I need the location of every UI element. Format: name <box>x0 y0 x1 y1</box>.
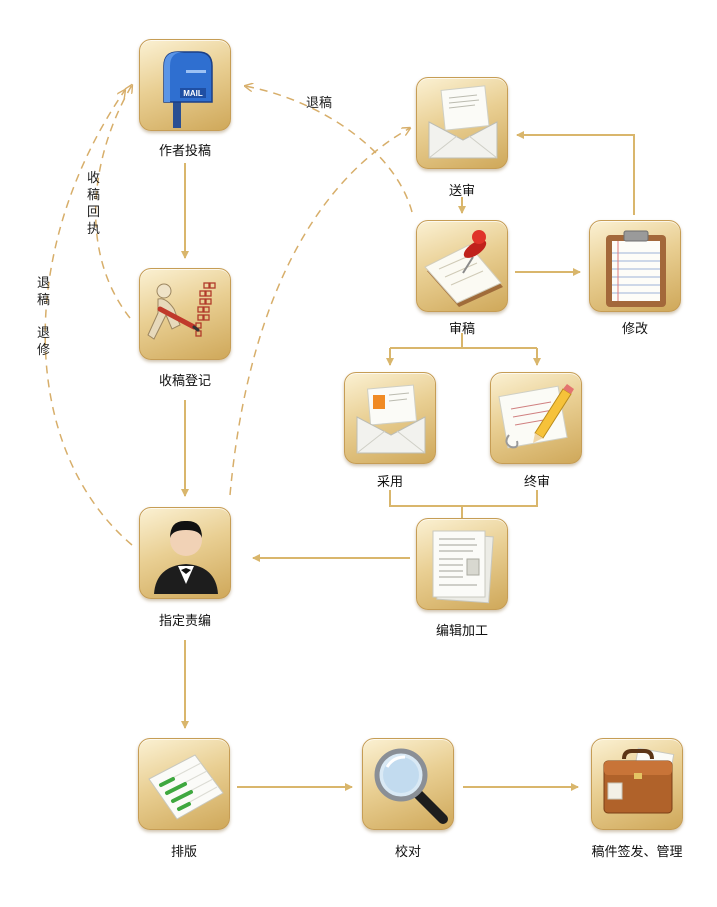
label-accept: 采用 <box>376 475 403 490</box>
clipboard-icon <box>606 230 666 307</box>
submit-tile[interactable]: MAIL <box>139 39 231 131</box>
label-proofread: 校对 <box>394 845 421 860</box>
magnifier-icon <box>374 748 448 824</box>
label-final-review: 终审 <box>523 475 550 490</box>
label-register: 收稿登记 <box>158 374 211 389</box>
accept-tile[interactable] <box>344 372 436 464</box>
edit-process-tile[interactable] <box>416 518 508 610</box>
dashed-assign-to-send <box>229 128 410 496</box>
note-return-top: 退稿 <box>306 96 333 111</box>
spreadsheet-icon <box>148 754 224 820</box>
dashed-return-assign-to-author <box>44 90 133 546</box>
checklist-figure-icon <box>147 282 216 340</box>
dashed-receipt-register-to-author <box>94 85 132 319</box>
proofread-tile[interactable] <box>362 738 454 830</box>
typeset-tile[interactable] <box>138 738 230 830</box>
sign-manage-tile[interactable] <box>591 738 683 830</box>
paper-pencil-icon <box>498 384 574 449</box>
label-submit: 作者投稿 <box>158 144 211 159</box>
revise-tile[interactable] <box>589 220 681 312</box>
mailbox-icon: MAIL <box>163 51 213 128</box>
label-review: 审稿 <box>448 322 475 337</box>
final-review-tile[interactable] <box>490 372 582 464</box>
editor-person-icon <box>154 520 218 594</box>
register-tile[interactable] <box>139 268 231 360</box>
assign-editor-tile[interactable] <box>139 507 231 599</box>
label-edit-process: 编辑加工 <box>435 624 488 639</box>
pushpin-paper-icon <box>424 230 503 307</box>
open-envelope-icon <box>428 85 498 159</box>
label-sign-manage: 稿件签发、管理 <box>591 845 683 860</box>
label-typeset: 排版 <box>170 845 197 860</box>
label-assign-editor: 指定责编 <box>158 614 211 629</box>
briefcase-icon <box>603 747 675 814</box>
label-revise: 修改 <box>621 322 648 337</box>
connector-merge <box>389 490 538 518</box>
label-send-review: 送审 <box>448 184 475 199</box>
dashed-return-review-to-author <box>245 86 413 213</box>
review-tile[interactable] <box>416 220 508 312</box>
svg-text:MAIL: MAIL <box>183 89 203 98</box>
arrow-revise-to-send <box>516 131 635 215</box>
document-stack-icon <box>432 530 494 604</box>
send-review-tile[interactable] <box>416 77 508 169</box>
note-return-revise: 退稿退修 <box>37 276 51 358</box>
envelope-stamp-icon <box>356 384 426 454</box>
note-receipt: 收稿回执 <box>87 171 101 237</box>
arrow-review-to-branches <box>390 333 537 349</box>
